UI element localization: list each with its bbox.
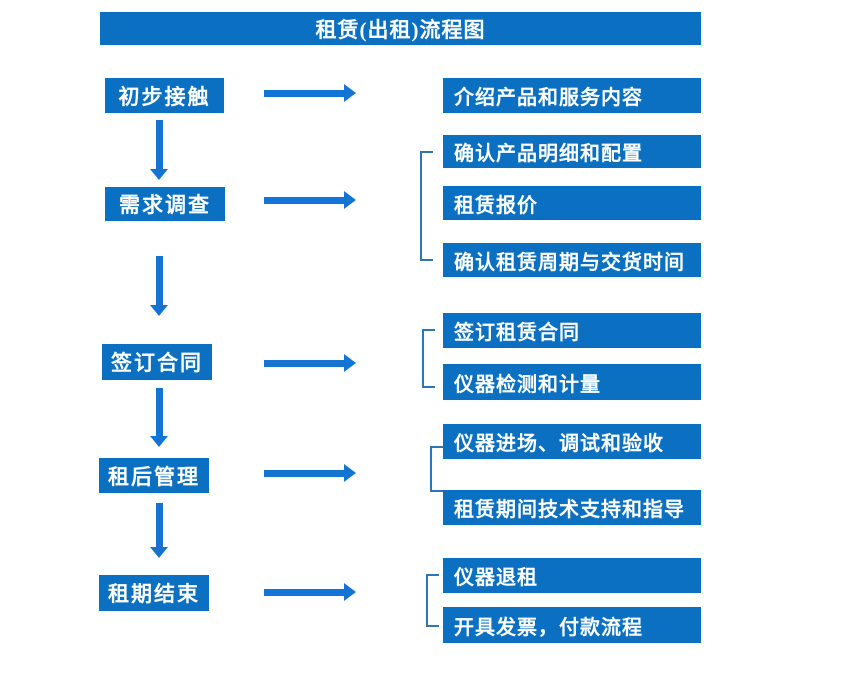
detail-box-confirm-period-delivery: 确认租赁周期与交货时间: [443, 243, 701, 277]
arrow-shaft: [264, 197, 344, 204]
detail-box-invoice-payment: 开具发票，付款流程: [443, 607, 701, 643]
step-box-initial-contact: 初步接触: [105, 78, 224, 113]
arrow-down-icon: [150, 256, 169, 316]
arrow-shaft: [264, 90, 344, 97]
arrow-right-icon: [264, 84, 356, 102]
arrow-shaft: [156, 503, 163, 547]
arrow-down-icon: [150, 503, 169, 558]
arrow-shaft: [264, 470, 344, 477]
detail-box-instrument-setup-acceptance: 仪器进场、调试和验收: [443, 424, 701, 459]
detail-box-sign-rental-contract: 签订租赁合同: [443, 313, 701, 348]
arrow-down-icon: [150, 120, 169, 180]
arrow-head: [344, 191, 356, 209]
detail-box-instrument-return: 仪器退租: [443, 558, 701, 593]
arrow-right-icon: [264, 354, 356, 372]
step-box-lease-end: 租期结束: [99, 575, 209, 611]
bracket-group-post-rental: [430, 446, 443, 492]
arrow-head: [150, 305, 168, 316]
bracket-group-demand-survey: [420, 151, 433, 261]
arrow-shaft: [156, 256, 163, 305]
detail-box-rental-quote: 租赁报价: [443, 186, 701, 220]
arrow-shaft: [264, 589, 344, 596]
arrow-head: [344, 354, 356, 372]
arrow-head: [150, 169, 168, 180]
detail-box-confirm-product-config: 确认产品明细和配置: [443, 135, 701, 168]
step-box-post-rental-management: 租后管理: [99, 458, 209, 493]
detail-box-introduce-products: 介绍产品和服务内容: [443, 78, 701, 113]
arrow-head: [150, 436, 168, 447]
arrow-down-icon: [150, 388, 169, 447]
bracket-group-sign-contract: [422, 329, 435, 388]
step-box-demand-survey: 需求调查: [105, 187, 225, 221]
arrow-right-icon: [264, 191, 356, 209]
step-box-sign-contract: 签订合同: [102, 344, 212, 380]
arrow-head: [344, 464, 356, 482]
bracket-group-lease-end: [426, 574, 439, 627]
detail-box-tech-support: 租赁期间技术支持和指导: [443, 490, 701, 525]
arrow-head: [344, 583, 356, 601]
detail-box-instrument-testing: 仪器检测和计量: [443, 364, 701, 400]
arrow-shaft: [156, 388, 163, 436]
arrow-shaft: [156, 120, 163, 169]
arrow-right-icon: [264, 464, 356, 482]
arrow-head: [344, 84, 356, 102]
arrow-shaft: [264, 360, 344, 367]
arrow-head: [150, 547, 168, 558]
flowchart-title: 租赁(出租)流程图: [100, 12, 701, 45]
arrow-right-icon: [264, 583, 356, 601]
